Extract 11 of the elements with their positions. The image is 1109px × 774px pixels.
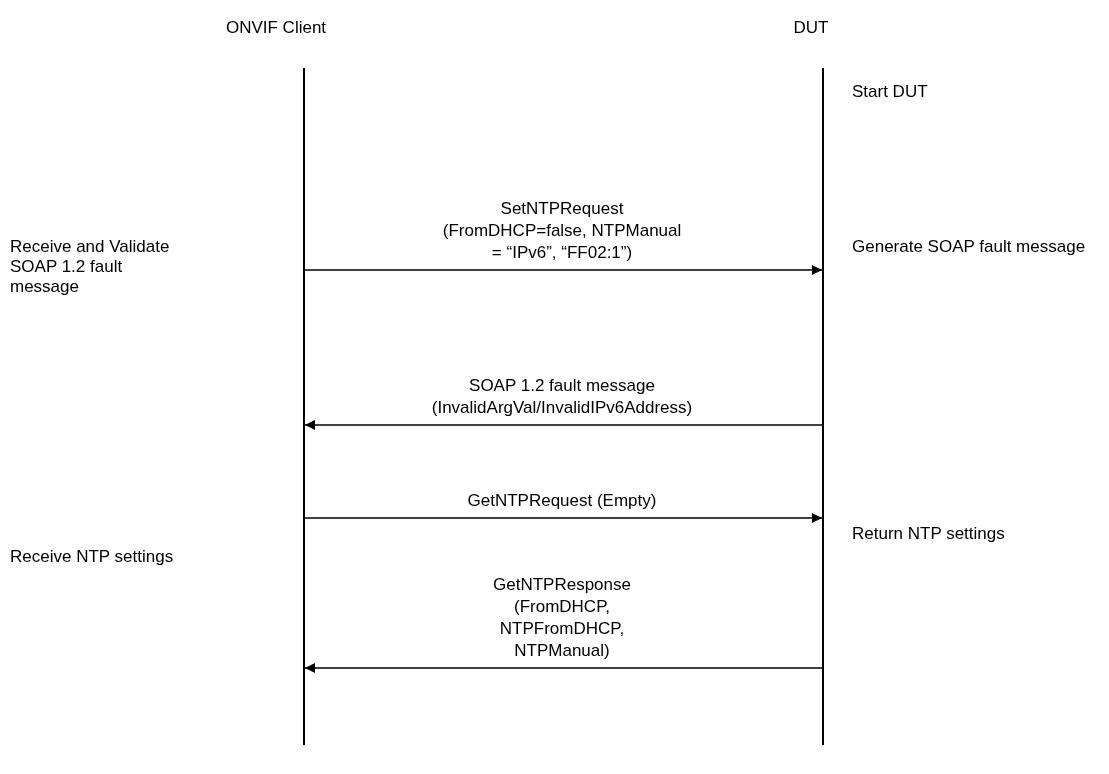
message-arrow [304,513,823,523]
step-note: Generate SOAP fault message [852,237,1087,257]
message-arrow [304,663,823,673]
step-note: Receive and Validate SOAP 1.2 fault message [10,237,171,297]
participant-name: DUT [793,18,829,38]
participant-name: ONVIF Client [225,18,327,38]
message-arrow [304,420,823,430]
step-note: Return NTP settings [852,524,1006,544]
step-note: Receive NTP settings [10,547,175,567]
step-note: Start DUT [852,82,929,102]
message-arrow [304,265,823,275]
